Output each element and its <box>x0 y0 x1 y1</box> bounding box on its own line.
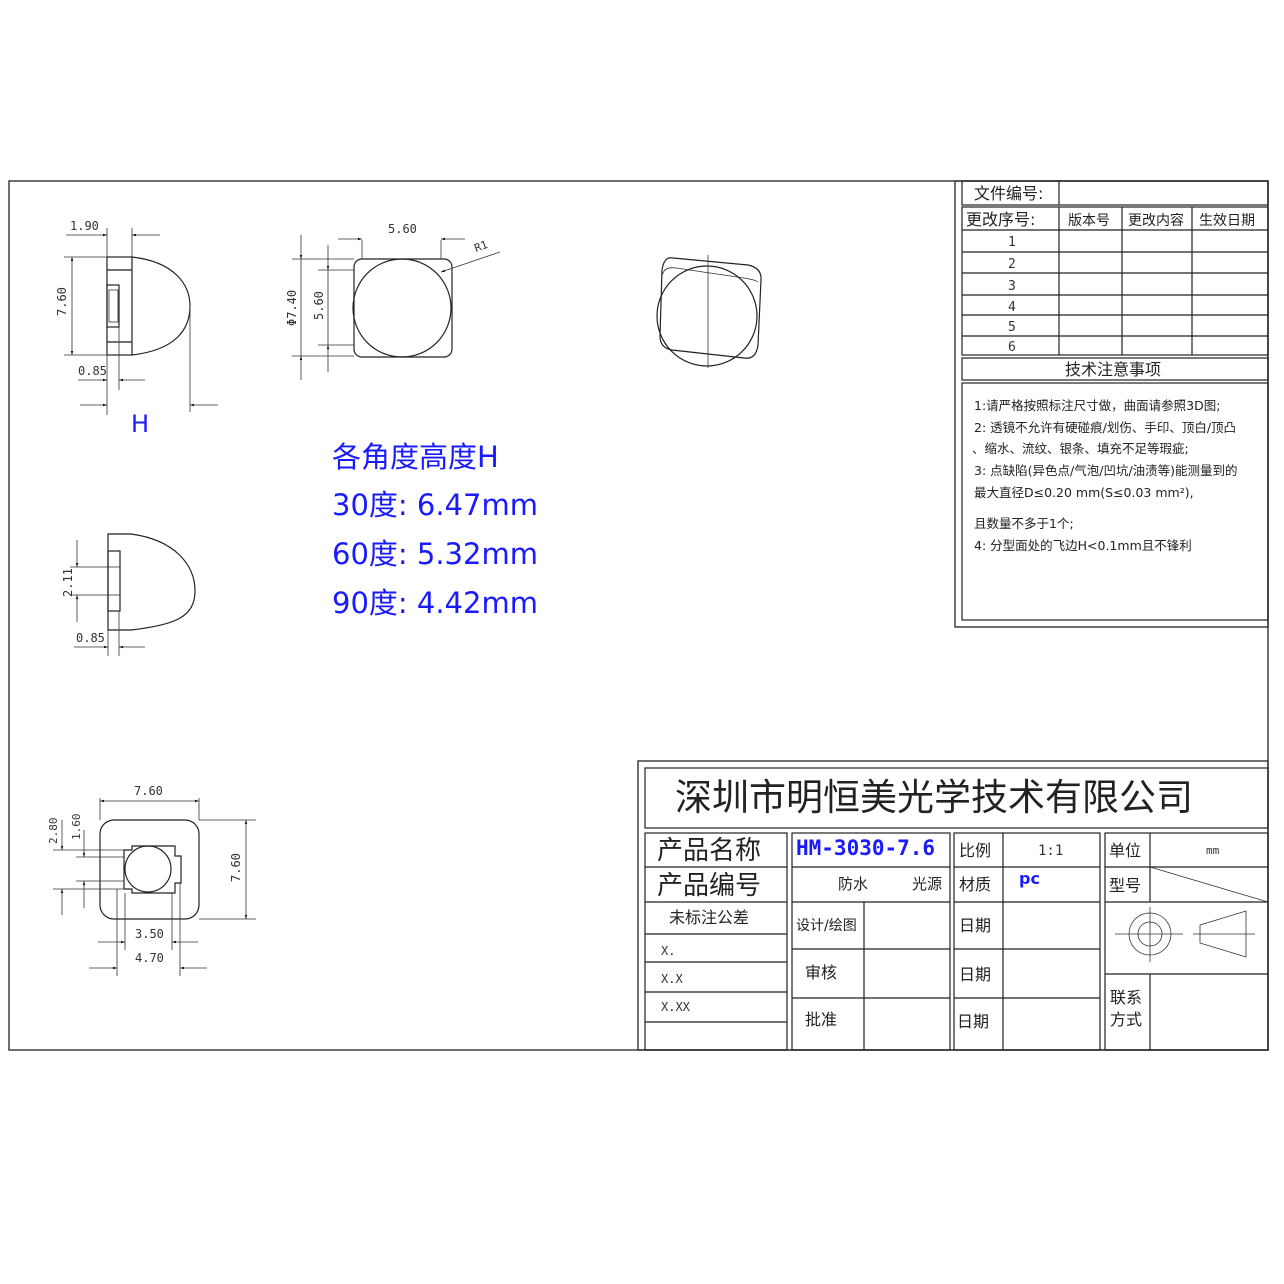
dim-2-80: 2.80 <box>47 818 60 845</box>
contact-label-1: 联系 <box>1110 988 1142 1007</box>
product-name-label: 产品名称 <box>657 836 761 866</box>
dim-0-85: 0.85 <box>78 364 107 378</box>
tolerance-x-x: X.X <box>661 972 683 986</box>
dim-2-11: 2.11 <box>61 568 75 597</box>
tech-notes-title: 技术注意事项 <box>1065 360 1161 379</box>
rev-row-2: 2 <box>1008 257 1016 272</box>
rev-header-seq: 更改序号: <box>966 210 1035 229</box>
dim-5-60-top: 5.60 <box>388 222 417 236</box>
design-label: 设计/绘图 <box>796 918 857 934</box>
dim-3-50: 3.50 <box>135 927 164 941</box>
rev-row-3: 3 <box>1008 279 1016 294</box>
dim-7-60-height: 7.60 <box>229 853 243 882</box>
contact-label-2: 方式 <box>1110 1010 1142 1029</box>
unit-value: mm <box>1206 844 1220 857</box>
rev-row-6: 6 <box>1008 340 1016 355</box>
scale-label: 比例 <box>959 841 991 860</box>
dim-1-60: 1.60 <box>70 814 83 841</box>
product-no-value-a: 防水 <box>838 875 868 893</box>
title-block: 深圳市明恒美光学技术有限公司 产品名称 产品编号 未标注公差 X. X.X X.… <box>637 760 1269 1051</box>
height-notes: 各角度高度H 30度: 6.47mm 60度: 5.32mm 90度: 4.42… <box>332 440 538 620</box>
side-view: 1.90 7.60 0.85 H <box>55 219 218 438</box>
tech-note-line-4: 3: 点缺陷(异色点/气泡/凹坑/油渍等)能测量到的 <box>974 463 1238 478</box>
dim-1-90: 1.90 <box>70 219 99 233</box>
model-label: 型号 <box>1109 876 1141 895</box>
tech-note-line-2: 2: 透镜不允许有硬碰痕/划伤、手印、顶白/顶凸 <box>974 420 1236 435</box>
rev-row-1: 1 <box>1008 235 1016 250</box>
date-label-2: 日期 <box>959 965 991 984</box>
height-note-90: 90度: 4.42mm <box>332 586 538 620</box>
tech-note-line-3: 、缩水、流纹、银条、填充不足等瑕疵; <box>972 441 1189 456</box>
dim-dia-7-40: Φ7.40 <box>285 290 299 326</box>
tech-note-line-6: 且数量不多于1个; <box>974 516 1074 531</box>
company-name: 深圳市明恒美光学技术有限公司 <box>675 776 1193 819</box>
section-view: 2.11 0.85 <box>61 533 196 656</box>
tolerance-label: 未标注公差 <box>669 908 749 927</box>
tech-note-line-7: 4: 分型面处的飞边H<0.1mm且不锋利 <box>974 538 1192 553</box>
projection-symbol-icon <box>1115 907 1255 962</box>
product-name-value: HM-3030-7.6 <box>796 836 935 860</box>
material-label: 材质 <box>959 875 991 894</box>
file-no-label: 文件编号: <box>974 184 1043 203</box>
rev-header-date: 生效日期 <box>1199 213 1255 229</box>
rev-row-4: 4 <box>1008 300 1016 315</box>
review-label: 审核 <box>805 963 837 982</box>
dim-4-70: 4.70 <box>135 951 164 965</box>
product-no-label: 产品编号 <box>657 871 761 901</box>
unit-label: 单位 <box>1109 841 1141 860</box>
height-note-30: 30度: 6.47mm <box>332 488 538 522</box>
dim-7-60-width: 7.60 <box>134 784 163 798</box>
dim-0-85-section: 0.85 <box>76 631 105 645</box>
height-notes-title: 各角度高度H <box>332 440 499 474</box>
rev-header-change: 更改内容 <box>1128 212 1184 229</box>
h-label: H <box>131 410 149 438</box>
date-label-1: 日期 <box>959 916 991 935</box>
revision-table: 文件编号: 更改序号: 版本号 更改内容 生效日期 1 2 3 4 5 6 技术… <box>954 180 1269 628</box>
dim-7-60: 7.60 <box>55 287 69 316</box>
tech-note-line-1: 1:请严格按照标注尺寸做，曲面请参照3D图; <box>974 398 1220 413</box>
dim-5-60-side: 5.60 <box>312 291 326 320</box>
product-no-value-b: 光源 <box>912 875 942 893</box>
date-label-3: 日期 <box>957 1012 989 1031</box>
tolerance-x: X. <box>661 944 675 958</box>
tech-note-line-5: 最大直径D≤0.20 mm(S≤0.03 mm²), <box>974 485 1194 500</box>
scale-value: 1:1 <box>1038 843 1063 859</box>
bottom-view: 7.60 2.80 1.60 7.60 3.50 4.70 <box>47 784 256 976</box>
dim-r1: R1 <box>473 238 490 255</box>
rev-row-5: 5 <box>1008 320 1016 335</box>
height-note-60: 60度: 5.32mm <box>332 537 538 571</box>
tolerance-x-xx: X.XX <box>661 1000 691 1014</box>
iso-view <box>656 255 762 368</box>
front-view: 5.60 Φ7.40 5.60 R1 <box>285 222 501 380</box>
approve-label: 批准 <box>805 1010 837 1029</box>
material-value: pc <box>1019 869 1040 888</box>
rev-header-version: 版本号 <box>1068 213 1110 229</box>
